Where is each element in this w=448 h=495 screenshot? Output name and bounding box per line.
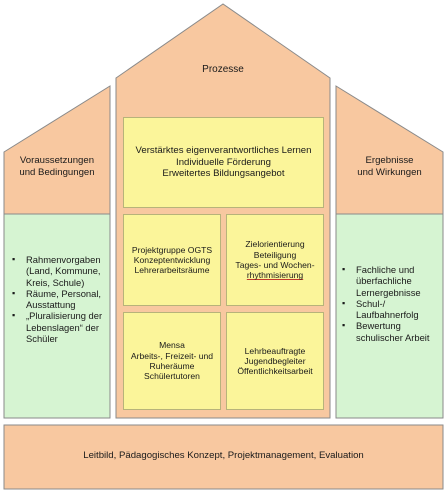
box-canteen: Mensa Arbeits-, Freizeit- und Ruheräume … <box>123 312 221 410</box>
list-item: „Pluralisierung der Lebenslagen“ der Sch… <box>10 310 110 344</box>
center-title: Prozesse <box>202 64 244 75</box>
foundation-shape <box>3 424 444 490</box>
list-item: Fachliche und überfachliche Lernergebnis… <box>340 264 442 298</box>
box-lecturers: Lehrbeauftragte Jugendbegleiter Öffentli… <box>226 312 324 410</box>
box-goal-orientation: Zielorientierung Beteiligung Tages- und … <box>226 214 324 306</box>
left-conditions-list: Rahmenvorgaben (Land, Kommune, Kreis, Sc… <box>10 254 110 344</box>
foundation-text: Leitbild, Pädagogisches Konzept, Projekt… <box>83 450 364 461</box>
right-title: Ergebnisse und Wirkungen <box>336 155 443 178</box>
list-item: Räume, Personal, Ausstattung <box>10 288 110 311</box>
list-item: Rahmenvorgaben (Land, Kommune, Kreis, Sc… <box>10 254 110 288</box>
right-title-line-2: und Wirkungen <box>357 166 422 178</box>
left-title-line-1: Voraussetzungen <box>19 155 95 166</box>
list-item: Schul-/ Laufbahnerfolg <box>340 298 442 321</box>
box-project-group: Projektgruppe OGTS Konzeptentwicklung Le… <box>123 214 221 306</box>
list-item: Bewertung schulischer Arbeit <box>340 320 442 343</box>
left-title-line-2: und Bedingungen <box>19 166 95 178</box>
right-title-line-1: Ergebnisse <box>365 155 414 166</box>
center-goals-box: Verstärktes eigenverantwortliches Lernen… <box>123 117 324 208</box>
right-results-list: Fachliche und überfachliche Lernergebnis… <box>340 264 442 343</box>
left-title: Voraussetzungen und Bedingungen <box>4 155 110 178</box>
